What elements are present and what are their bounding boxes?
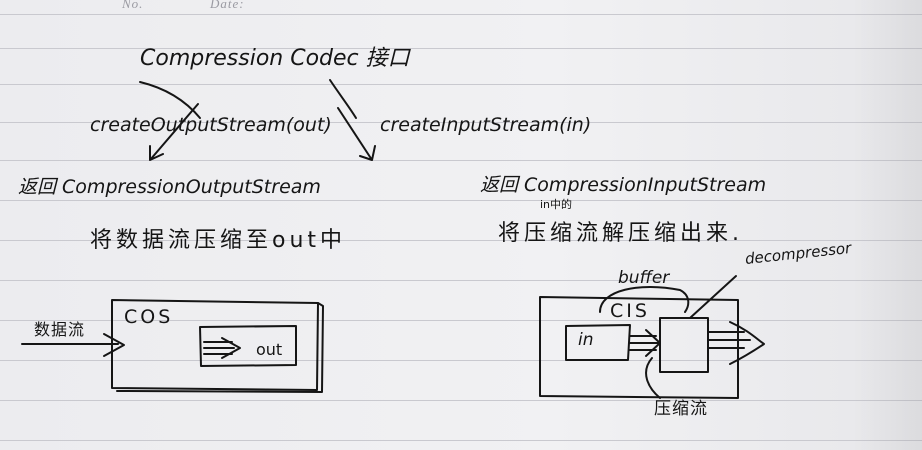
ruled-line	[0, 440, 922, 441]
ruled-line	[0, 14, 922, 15]
ruled-line	[0, 48, 922, 49]
in-to-decompressor-arrow	[629, 329, 661, 357]
arrow-to-return-input	[337, 107, 376, 161]
arrow-to-create-output	[139, 81, 201, 119]
ruled-line	[0, 400, 922, 401]
ruled-line	[0, 240, 922, 241]
cos-box	[111, 299, 319, 391]
cos-box-shadow	[116, 302, 324, 393]
compressed-stream-label: 压缩流	[654, 399, 708, 419]
desc-output-text: 将数据流压缩至out中	[90, 228, 347, 253]
method-create-output: createOutputStream(out)	[90, 114, 332, 136]
ruled-line	[0, 200, 922, 201]
arrow-to-create-input	[329, 79, 357, 119]
ruled-line	[0, 360, 922, 361]
no-label: No.	[122, 0, 144, 11]
in-box	[565, 324, 631, 361]
input-arrow	[21, 333, 125, 357]
arrow-to-return-output	[149, 103, 199, 161]
decompressor-pointer	[689, 275, 737, 319]
page-edge-shadow	[852, 0, 922, 450]
in-label: in	[578, 330, 594, 350]
out-label: out	[256, 340, 283, 359]
return-output-text: 返回 CompressionOutputStream	[18, 176, 321, 198]
desc-input-text: 将压缩流解压缩出来.	[498, 221, 743, 246]
date-label: Date:	[210, 0, 245, 11]
ruled-line	[0, 280, 922, 281]
ruled-line	[0, 320, 922, 321]
compressed-pointer	[645, 357, 661, 399]
method-create-input: createInputStream(in)	[380, 114, 592, 136]
cos-label: COS	[124, 306, 174, 328]
buffer-arrow	[599, 285, 690, 313]
cis-outer-box	[539, 296, 739, 399]
title-text: Compression Codec 接口	[140, 46, 410, 71]
ruled-line	[0, 84, 922, 85]
cis-label: CIS	[610, 300, 650, 322]
out-arrow	[203, 337, 241, 359]
data-stream-label: 数据流	[34, 320, 86, 339]
ruled-line	[0, 122, 922, 123]
out-box	[199, 325, 297, 367]
ruled-line	[0, 160, 922, 161]
in-note-text: in中的	[540, 198, 573, 211]
return-input-text: 返回 CompressionInputStream	[480, 174, 767, 196]
out-right-arrow	[707, 321, 765, 365]
decompressor-box	[659, 317, 709, 373]
buffer-label: buffer	[618, 268, 670, 288]
